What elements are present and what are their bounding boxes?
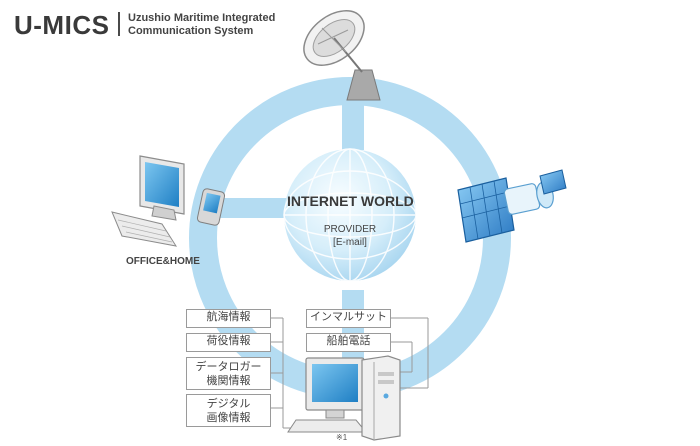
office-home-label: OFFICE&HOME — [126, 256, 200, 267]
box-line: 画像情報 — [206, 411, 251, 424]
provider-label: PROVIDER — [323, 224, 377, 235]
box-line: 機関情報 — [206, 374, 251, 387]
footnote-marker: ※1 — [336, 433, 348, 442]
subtitle-line-1: Uzushio Maritime Integrated — [128, 12, 276, 24]
box-line: 船舶電話 — [326, 334, 371, 347]
desktop-computer-icon — [111, 155, 185, 247]
satellite-icon — [457, 169, 567, 243]
logo-divider — [118, 12, 120, 36]
spoke-left — [212, 198, 292, 218]
subtitle: Uzushio Maritime Integrated Communicatio… — [128, 12, 275, 38]
box-connectors — [271, 317, 429, 429]
box-data-logger: データロガー 機関情報 — [186, 357, 271, 390]
box-line: デジタル — [206, 397, 251, 410]
box-line: 荷役情報 — [206, 334, 251, 347]
logo: U-MICS — [14, 10, 110, 40]
box-ship-phone: 船舶電話 — [306, 333, 391, 352]
box-digital-image: デジタル 画像情報 — [186, 394, 271, 427]
box-line: インマルサット — [310, 310, 387, 323]
box-navigation-info: 航海情報 — [186, 309, 271, 328]
internet-globe — [283, 148, 417, 282]
internet-world-title: INTERNET WORLD — [287, 193, 414, 209]
email-label: [E-mail] — [333, 237, 367, 248]
box-inmarsat: インマルサット — [306, 309, 391, 328]
box-line: データロガー — [195, 360, 262, 373]
subtitle-line-2: Communication System — [128, 25, 254, 37]
satellite-dish-icon — [303, 10, 381, 101]
tower-pc-icon — [287, 355, 401, 441]
box-cargo-info: 荷役情報 — [186, 333, 271, 352]
box-line: 航海情報 — [206, 310, 251, 323]
pda-icon — [196, 188, 226, 226]
